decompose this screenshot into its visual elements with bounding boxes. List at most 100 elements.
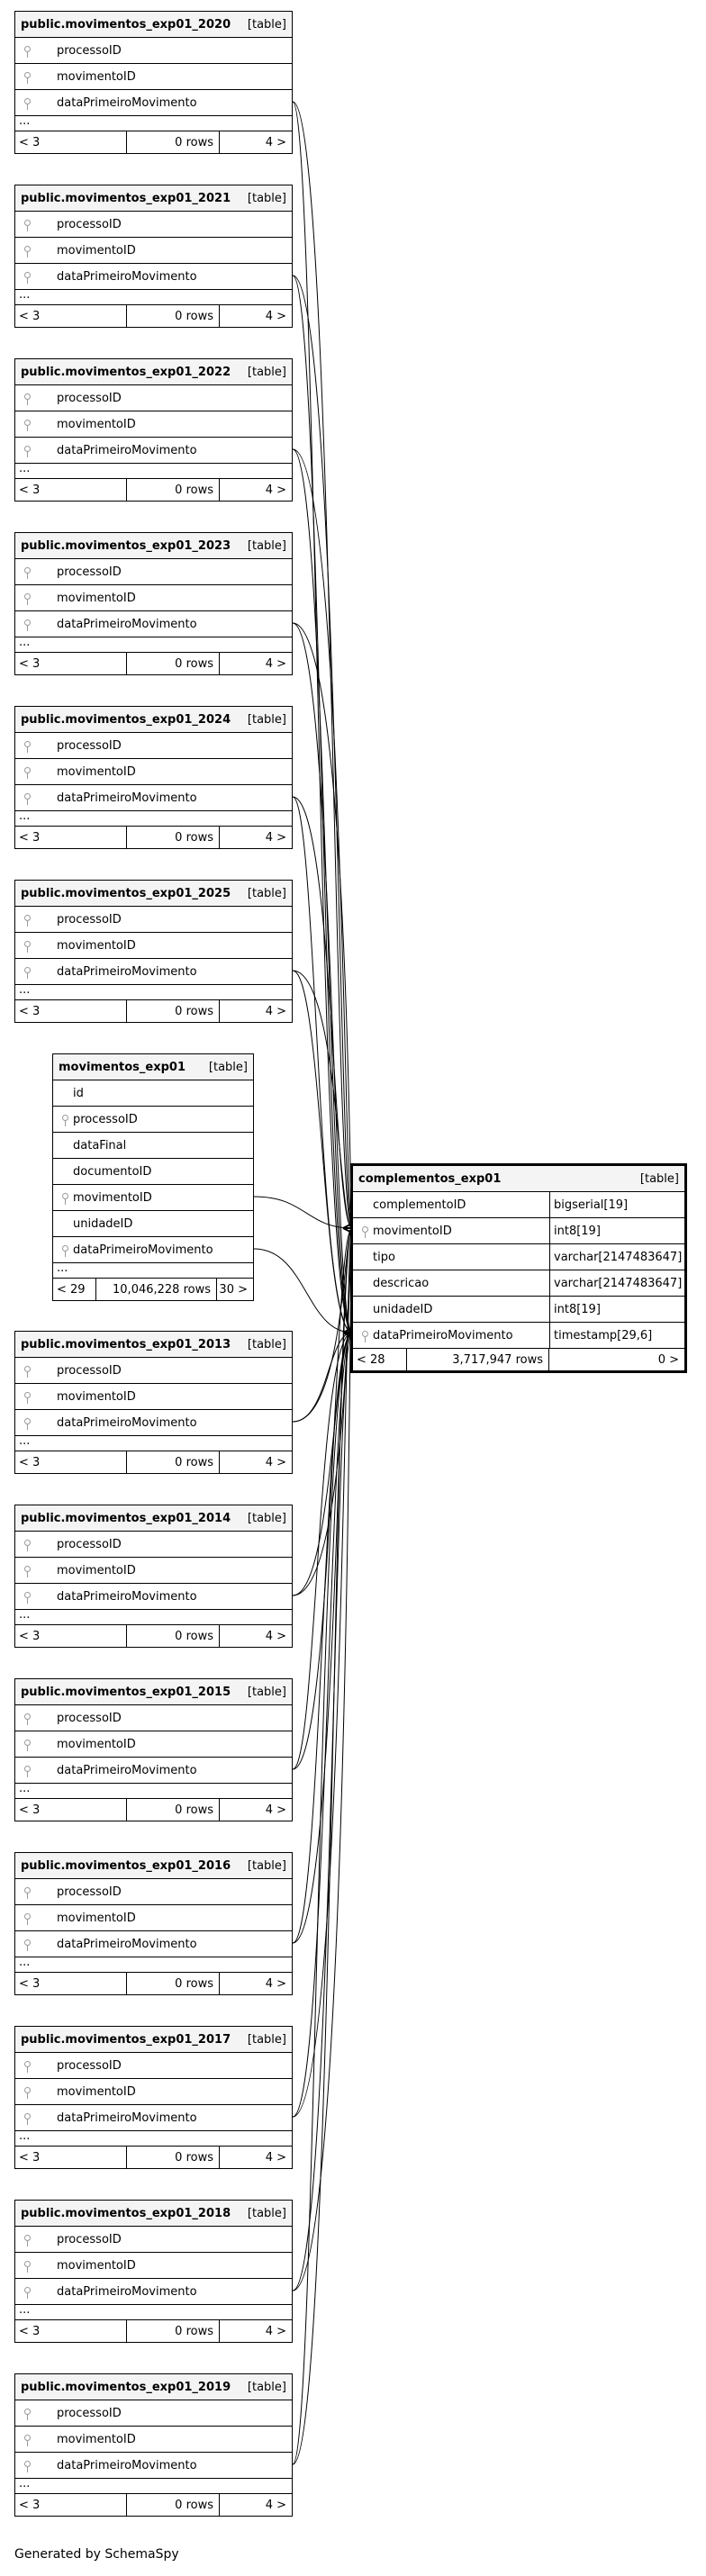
column-row[interactable]: dataPrimeiroMovimento xyxy=(15,2279,292,2305)
table-name[interactable]: public.movimentos_exp01_2018 xyxy=(21,2206,231,2220)
table-public-movimentos-exp01-2017[interactable]: public.movimentos_exp01_2017[table]proce… xyxy=(14,2026,293,2169)
parents-count[interactable]: < 3 xyxy=(15,131,127,153)
column-row[interactable]: movimentoID xyxy=(15,64,292,90)
column-row[interactable]: dataPrimeiroMovimento xyxy=(15,438,292,464)
table-public-movimentos-exp01-2025[interactable]: public.movimentos_exp01_2025[table]proce… xyxy=(14,880,293,1023)
table-name[interactable]: public.movimentos_exp01_2015 xyxy=(21,1685,231,1699)
column-row[interactable]: processoID xyxy=(15,1532,292,1558)
children-count[interactable]: 4 > xyxy=(265,309,286,323)
table-name[interactable]: movimentos_exp01 xyxy=(59,1060,186,1074)
table-name[interactable]: public.movimentos_exp01_2025 xyxy=(21,886,231,900)
column-row[interactable]: movimentoID xyxy=(53,1185,253,1211)
column-row[interactable]: dataPrimeiroMovimento xyxy=(15,1584,292,1610)
table-public-movimentos-exp01-2019[interactable]: public.movimentos_exp01_2019[table]proce… xyxy=(14,2373,293,2517)
column-row[interactable]: dataPrimeiroMovimento xyxy=(15,1758,292,1784)
table-name[interactable]: public.movimentos_exp01_2014 xyxy=(21,1511,231,1525)
parents-count[interactable]: < 3 xyxy=(15,1799,127,1821)
table-public-movimentos-exp01-2018[interactable]: public.movimentos_exp01_2018[table]proce… xyxy=(14,2200,293,2343)
table-public-movimentos-exp01-2020[interactable]: public.movimentos_exp01_2020[table]proce… xyxy=(14,11,293,154)
column-row[interactable]: movimentoID xyxy=(15,1731,292,1758)
table-public-movimentos-exp01-2013[interactable]: public.movimentos_exp01_2013[table]proce… xyxy=(14,1331,293,1474)
table-public-movimentos-exp01-2014[interactable]: public.movimentos_exp01_2014[table]proce… xyxy=(14,1505,293,1648)
parents-count[interactable]: < 3 xyxy=(15,1625,127,1647)
column-row[interactable]: dataPrimeiroMovimento xyxy=(15,1931,292,1957)
column-row[interactable]: dataPrimeiroMovimento xyxy=(15,611,292,637)
table-name[interactable]: public.movimentos_exp01_2022 xyxy=(21,365,231,379)
parents-count[interactable]: < 3 xyxy=(15,2320,127,2342)
column-row[interactable]: processoID xyxy=(15,2400,292,2427)
children-count[interactable]: 4 > xyxy=(265,1455,286,1469)
table-name[interactable]: public.movimentos_exp01_2016 xyxy=(21,1858,231,1873)
column-row[interactable]: movimentoID xyxy=(15,585,292,611)
column-row[interactable]: dataFinal xyxy=(53,1133,253,1159)
column-row[interactable]: movimentoID xyxy=(15,2253,292,2279)
column-row[interactable]: movimentoID xyxy=(15,1384,292,1410)
column-row[interactable]: dataPrimeiroMovimento xyxy=(15,264,292,290)
column-row[interactable]: processoID xyxy=(15,1358,292,1384)
column-row[interactable]: dataPrimeiroMovimento xyxy=(15,1410,292,1436)
children-count[interactable]: 4 > xyxy=(265,1976,286,1991)
column-row[interactable]: processoID xyxy=(53,1107,253,1133)
table-public-movimentos-exp01-2021[interactable]: public.movimentos_exp01_2021[table]proce… xyxy=(14,185,293,328)
column-row[interactable]: id xyxy=(53,1080,253,1107)
parents-count[interactable]: < 28 xyxy=(353,1349,407,1370)
table-name[interactable]: complementos_exp01 xyxy=(358,1171,502,1186)
table-public-movimentos-exp01-2024[interactable]: public.movimentos_exp01_2024[table]proce… xyxy=(14,706,293,849)
table-public-movimentos-exp01-2016[interactable]: public.movimentos_exp01_2016[table]proce… xyxy=(14,1852,293,1995)
column-row[interactable]: dataPrimeiroMovimento xyxy=(15,90,292,116)
parents-count[interactable]: < 3 xyxy=(15,1000,127,1022)
children-count[interactable]: 4 > xyxy=(265,2150,286,2165)
column-row[interactable]: dataPrimeiroMovimento xyxy=(15,2105,292,2131)
column-row[interactable]: processoID xyxy=(15,907,292,933)
column-row[interactable]: processoID xyxy=(15,733,292,759)
table-name[interactable]: public.movimentos_exp01_2019 xyxy=(21,2380,231,2394)
children-count[interactable]: 4 > xyxy=(265,1803,286,1817)
column-row[interactable]: processoID xyxy=(15,38,292,64)
children-count[interactable]: 4 > xyxy=(265,830,286,845)
column-row[interactable]: movimentoID xyxy=(15,1558,292,1584)
children-count[interactable]: 4 > xyxy=(265,1004,286,1018)
column-row[interactable]: movimentoID xyxy=(15,2079,292,2105)
children-count[interactable]: 4 > xyxy=(265,135,286,149)
table-name[interactable]: public.movimentos_exp01_2017 xyxy=(21,2032,231,2047)
parents-count[interactable]: < 3 xyxy=(15,1973,127,1994)
column-row[interactable]: movimentoID xyxy=(15,411,292,438)
table-name[interactable]: public.movimentos_exp01_2024 xyxy=(21,712,231,727)
column-row[interactable]: processoID xyxy=(15,212,292,238)
column-row[interactable]: dataPrimeiroMovimento xyxy=(15,785,292,811)
parents-count[interactable]: < 3 xyxy=(15,479,127,501)
parents-count[interactable]: < 29 xyxy=(53,1279,96,1300)
column-row[interactable]: movimentoID xyxy=(15,759,292,785)
column-row[interactable]: dataPrimeiroMovimento xyxy=(15,959,292,985)
column-row[interactable]: processoID xyxy=(15,385,292,411)
parents-count[interactable]: < 3 xyxy=(15,2147,127,2168)
column-row[interactable]: movimentoID xyxy=(15,1905,292,1931)
column-row[interactable]: documentoID xyxy=(53,1159,253,1185)
column-row[interactable]: processoID xyxy=(15,2227,292,2253)
parents-count[interactable]: < 3 xyxy=(15,305,127,327)
column-row[interactable]: movimentoID xyxy=(15,238,292,264)
parents-count[interactable]: < 3 xyxy=(15,653,127,674)
column-row[interactable]: movimentoID xyxy=(15,2427,292,2453)
children-count[interactable]: 4 > xyxy=(265,2324,286,2338)
children-count[interactable]: 4 > xyxy=(265,656,286,671)
table-public-movimentos-exp01-2015[interactable]: public.movimentos_exp01_2015[table]proce… xyxy=(14,1678,293,1821)
column-row[interactable]: dataPrimeiroMovimento xyxy=(15,2453,292,2479)
parents-count[interactable]: < 3 xyxy=(15,2494,127,2516)
column-row[interactable]: movimentoID xyxy=(15,933,292,959)
column-row[interactable]: processoID xyxy=(15,2053,292,2079)
column-row[interactable]: dataPrimeiroMovimento xyxy=(53,1237,253,1263)
children-count[interactable]: 30 > xyxy=(219,1282,248,1297)
table-name[interactable]: public.movimentos_exp01_2023 xyxy=(21,538,231,553)
children-count[interactable]: 4 > xyxy=(265,2498,286,2512)
column-row[interactable]: unidadeID xyxy=(53,1211,253,1237)
parents-count[interactable]: < 3 xyxy=(15,1451,127,1473)
parents-count[interactable]: < 3 xyxy=(15,827,127,848)
